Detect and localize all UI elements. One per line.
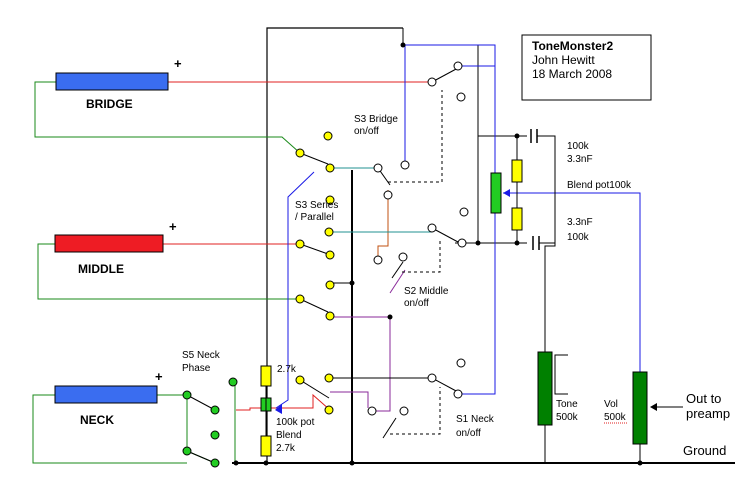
output-label-1: Out to <box>686 391 721 406</box>
vol-value: 500k <box>604 412 627 423</box>
blue-wire-blend <box>458 66 496 395</box>
vol-pot-body <box>632 371 648 445</box>
bridge-pickup-label: BRIDGE <box>86 97 133 111</box>
s3-series-label-2: / Parallel <box>295 212 334 223</box>
neck-pickup-label: NECK <box>80 413 114 427</box>
cap-bypass-top <box>547 135 556 243</box>
blend-wiper-arrow <box>503 189 510 197</box>
vol-name: Vol <box>604 399 618 410</box>
title-block-author: John Hewitt <box>532 53 595 67</box>
r-bottom-value: 100k <box>567 232 590 243</box>
s1-neck-lever <box>382 417 397 439</box>
s2-middle-label-1: S2 Middle <box>404 286 449 297</box>
resistor-2-7k-top <box>260 365 272 387</box>
yellow-terminals <box>295 131 335 415</box>
title-block-date: 18 March 2008 <box>532 67 612 81</box>
c-top-value: 3.3nF <box>567 154 593 165</box>
blend-pot-label: Blend pot100k <box>567 180 632 191</box>
s5-terminals <box>182 377 238 468</box>
resistor-2-7k-bottom <box>260 435 272 457</box>
bridge-plus: + <box>174 56 182 71</box>
s2-middle-label-2: on/off <box>404 298 429 309</box>
switch-chassis-outline <box>266 27 403 462</box>
s5-label-2: Phase <box>182 363 211 374</box>
s2-middle-lever <box>391 261 404 279</box>
tone-wiper <box>554 354 568 395</box>
s1-lever-2 <box>431 227 459 243</box>
title-block <box>521 34 652 101</box>
r-2-7k-bottom-value: 2.7k <box>276 443 296 454</box>
purple-wire-2 <box>330 391 369 408</box>
output-label-2: preamp <box>686 406 730 421</box>
purple-wire-1 <box>331 316 391 412</box>
blend-pot-body <box>490 172 502 214</box>
title-block-title: ToneMonster2 <box>532 39 613 53</box>
r-2-7k-top-value: 2.7k <box>277 364 297 375</box>
bridge-cold-wire <box>34 81 301 154</box>
tone-name: Tone <box>556 399 578 410</box>
white-terminals <box>367 61 469 416</box>
resistor-100k-bottom <box>511 207 523 231</box>
s5-label-1: S5 Neck <box>182 350 221 361</box>
tone-wire <box>544 243 556 352</box>
middle-pickup-label: MIDDLE <box>78 262 124 276</box>
s5-lever-2 <box>186 450 216 464</box>
blue-wire-wiper <box>503 192 641 375</box>
middle-pickup <box>54 234 164 253</box>
tone-pot-body <box>537 351 553 426</box>
s3-neck-lever <box>299 379 330 399</box>
blend-label: Blend <box>276 430 302 441</box>
c-bottom-value: 3.3nF <box>567 217 593 228</box>
middle-plus: + <box>169 219 177 234</box>
middle-cold-wire <box>37 243 300 300</box>
s1-neck-label-1: S1 Neck <box>456 414 495 425</box>
s5-lever-1 <box>186 394 216 411</box>
neck-blend-arrow <box>275 404 282 414</box>
s2-lever <box>299 243 329 255</box>
bridge-pickup <box>55 72 169 91</box>
s2-lever-2 <box>299 298 329 313</box>
s1-neck-label-2: on/off <box>456 428 481 439</box>
r-top-value: 100k <box>567 141 590 152</box>
s3-bridge-label-2: on/off <box>354 126 379 137</box>
s3-bridge-lever <box>431 67 459 83</box>
s3-mech-link <box>388 90 443 183</box>
purple-wire-3 <box>389 269 406 294</box>
s2-mech-link <box>402 240 441 273</box>
pot-100k-label: 100k pot <box>276 417 315 428</box>
neck-plus: + <box>155 369 163 384</box>
s5-red-wire <box>236 393 331 411</box>
blue-wire-top <box>403 44 496 67</box>
neck-pickup <box>54 385 158 404</box>
resistor-100k-top <box>511 159 523 183</box>
s3-bridge-label-1: S3 Bridge <box>354 114 398 125</box>
s1-lever <box>431 377 459 393</box>
tone-value: 500k <box>556 412 579 423</box>
ground-label: Ground <box>683 443 726 458</box>
neck-cold-wire <box>32 394 187 464</box>
s3-series-label-1: S3 Series <box>295 200 338 211</box>
output-arrow-head <box>650 403 657 411</box>
s1-mech-link <box>390 387 441 435</box>
s3-series-lever <box>299 152 329 165</box>
junction-dots <box>233 42 643 466</box>
s3-red-link <box>377 190 389 258</box>
